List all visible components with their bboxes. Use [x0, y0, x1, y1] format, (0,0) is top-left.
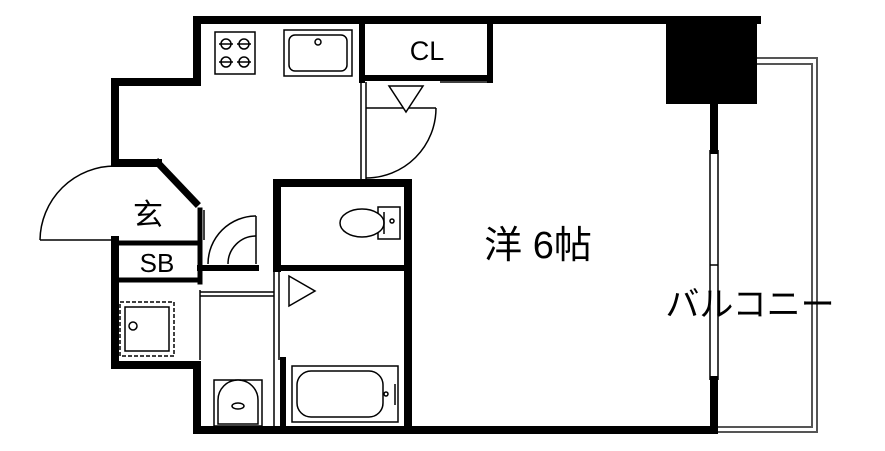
balcony [714, 57, 818, 433]
washing-machine-icon [119, 301, 175, 357]
kitchen-sink-icon [283, 29, 353, 77]
stove-icon [214, 31, 256, 75]
thin-lines [199, 81, 719, 430]
walls [111, 16, 761, 434]
door-swings [39, 107, 437, 265]
entrance-label: 玄 [133, 199, 163, 232]
door-arrows [288, 85, 425, 308]
toilet-icon [339, 206, 401, 240]
closet-label: CL [410, 36, 445, 66]
pillar [666, 20, 757, 104]
shoe-box-label: SB [140, 248, 175, 278]
western-room-label: 洋 6帖 [484, 225, 592, 267]
balcony-label: バルコニー [665, 286, 834, 324]
bathtub-icon [291, 365, 399, 423]
washbasin-icon [213, 379, 263, 427]
